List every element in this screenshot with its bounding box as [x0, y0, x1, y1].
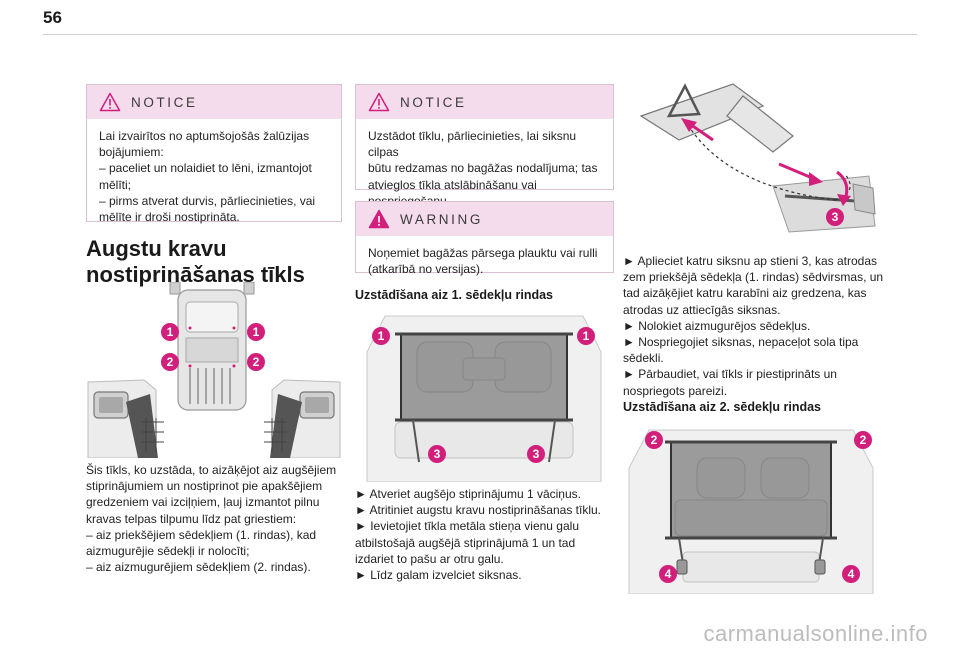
strap-illustration: [639, 83, 876, 233]
section-title-line: nostiprināšanas tīkls: [86, 262, 305, 287]
text-line: aizmugurējie sēdekļi ir nolocīti;: [86, 544, 250, 559]
text-line: Šis tīkls, ko uzstāda, to aizāķējot aiz …: [86, 463, 337, 477]
notice-box-1: NOTICE Lai izvairītos no aptumšojošās ža…: [86, 84, 342, 224]
text-line: (atkarībā no versijas).: [368, 262, 484, 277]
row1-heading: Uzstādīšana aiz 1. sēdekļu rindas: [355, 288, 553, 302]
page-number: 56: [43, 8, 62, 27]
step-line: atrodas uz attiecīgās siksnas.: [623, 302, 781, 317]
row2-net-illustration: [628, 429, 874, 594]
marker-badge-3: 3: [428, 445, 446, 463]
notice-body: Uzstādot tīklu, pārliecinieties, lai sik…: [356, 119, 613, 217]
right-anchor-detail: [264, 379, 341, 458]
cargo-net: [670, 441, 832, 539]
step-line: ► Nospriegojiet siksnas, nepaceļot sola …: [623, 335, 859, 350]
step-line: sēdekli.: [623, 351, 664, 366]
marker-badge-4: 4: [842, 565, 860, 583]
strap: [639, 83, 794, 153]
text-line: Uzstādot tīklu, pārliecinieties, lai sik…: [368, 129, 577, 160]
marker-badge-2: 2: [161, 353, 179, 371]
left-anchor-detail: [87, 379, 164, 458]
step-line: zem priekšējā sēdekļa (1. rindas) sēdvir…: [623, 270, 884, 285]
row2-heading: Uzstādīšana aiz 2. sēdekļu rindas: [623, 400, 821, 414]
marker-badge-2: 2: [645, 431, 663, 449]
marker-badge-1: 1: [161, 323, 179, 341]
warning-title: WARNING: [400, 211, 483, 227]
step-line: ► Līdz galam izvelciet siksnas.: [355, 568, 522, 583]
cargo-net: [400, 333, 568, 421]
net-location-illustration: [87, 282, 341, 458]
notice-body: Lai izvairītos no aptumšojošās žalūzijas…: [87, 119, 341, 233]
step-line: nospriegots pareizi.: [623, 383, 728, 398]
notice-title: NOTICE: [400, 94, 467, 110]
text-line: gredzeniem vai izciļņiem, ļauj izmantot …: [86, 495, 320, 510]
step-line: ► Aplieciet katru siksnu ap stieni 3, ka…: [623, 254, 878, 268]
text-line: mēlīte ir droši nostiprināta.: [99, 210, 240, 225]
text-line: – aiz priekšējiem sēdekļiem (1. rindas),…: [86, 527, 317, 542]
row1-steps: ► Atveriet augšējo stiprinājumu 1 vāciņu…: [355, 486, 617, 583]
warning-header: WARNING: [356, 202, 613, 236]
seat-bar-detail: [772, 175, 876, 233]
step-line: ► Nolokiet aizmugurējos sēdekļus.: [623, 318, 811, 333]
marker-badge-1: 1: [577, 327, 595, 345]
step-line: atbilstošajā augšējā stiprinājumā 1 un t…: [355, 535, 576, 550]
notice-title: NOTICE: [131, 94, 198, 110]
step-line: izdariet to pašu ar otru galu.: [355, 551, 504, 566]
text-line: – aiz aizmugurējiem sēdekļiem (2. rindas…: [86, 560, 311, 575]
notice-box-2: NOTICE Uzstādot tīklu, pārliecinieties, …: [355, 84, 614, 208]
marker-badge-2: 2: [247, 353, 265, 371]
text-line: bojājumiem:: [99, 145, 164, 160]
warning-triangle-icon: [368, 209, 390, 229]
van-top-view: [169, 282, 255, 411]
notice-header: NOTICE: [87, 85, 341, 119]
notice-header: NOTICE: [356, 85, 613, 119]
text-line: atvieglos tīkla atslābināšanu vai: [368, 177, 537, 192]
marker-badge-1: 1: [372, 327, 390, 345]
text-line: stiprinājumiem un nostiprinot pie apakšē…: [86, 479, 323, 494]
text-line: – paceliet un nolaidiet to lēni, izmanto…: [99, 161, 312, 176]
top-divider: [43, 34, 917, 35]
row1-net-illustration: [355, 312, 613, 482]
marker-badge-2: 2: [854, 431, 872, 449]
warning-triangle-icon: [99, 92, 121, 112]
marker-badge-3: 3: [527, 445, 545, 463]
watermark-text: carmanualsonline.info: [703, 620, 928, 646]
warning-box: WARNING Noņemiet bagāžas pārsega plauktu…: [355, 201, 614, 276]
step-line: ► Atveriet augšējo stiprinājumu 1 vāciņu…: [355, 487, 581, 501]
step-line: ► Ievietojiet tīkla metāla stieņa vienu …: [355, 519, 579, 534]
text-line: kravas telpas tilpumu līdz pat griestiem…: [86, 511, 297, 526]
text-line: – pirms atverat durvis, pārliecinieties,…: [99, 193, 316, 208]
warning-body: Noņemiet bagāžas pārsega plauktu vai rul…: [356, 236, 613, 285]
intro-text: Šis tīkls, ko uzstāda, to aizāķējot aiz …: [86, 462, 348, 575]
section-title-line: Augstu kravu: [86, 236, 227, 261]
marker-badge-3: 3: [826, 208, 844, 226]
step-line: ► Pārbaudiet, vai tīkls ir piestiprināts…: [623, 367, 837, 382]
text-line: Noņemiet bagāžas pārsega plauktu vai rul…: [368, 246, 598, 260]
marker-badge-1: 1: [247, 323, 265, 341]
text-line: būtu redzamas no bagāžas nodalījuma; tas: [368, 161, 598, 176]
text-line: mēlīti;: [99, 177, 132, 192]
row1-continued-steps: ► Aplieciet katru siksnu ap stieni 3, ka…: [623, 253, 891, 399]
step-line: tad aizāķējiet katru karabīni aiz gredze…: [623, 286, 867, 301]
warning-triangle-icon: [368, 92, 390, 112]
section-title: Augstu kravu nostiprināšanas tīkls: [86, 236, 346, 288]
footer-watermark: carmanualsonline.info: [0, 618, 960, 649]
marker-badge-4: 4: [659, 565, 677, 583]
step-line: ► Atritiniet augstu kravu nostiprināšana…: [355, 503, 601, 518]
text-line: Lai izvairītos no aptumšojošās žalūzijas: [99, 129, 310, 143]
